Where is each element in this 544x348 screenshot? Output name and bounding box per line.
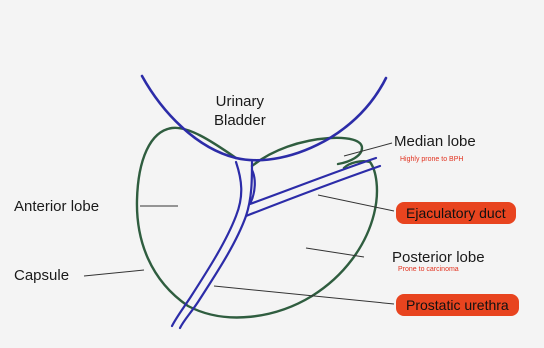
median-lobe-outline — [252, 138, 362, 166]
leader-median-lobe — [344, 143, 392, 156]
label-ejaculatory-duct: Ejaculatory duct — [396, 202, 516, 224]
label-posterior-lobe: Posterior lobe — [392, 250, 485, 265]
leader-posterior-lobe — [306, 248, 364, 257]
label-urinary-bladder-line1: Urinary — [214, 92, 266, 111]
note-median-lobe: Highly prone to BPH — [400, 156, 463, 163]
label-prostatic-urethra: Prostatic urethra — [396, 294, 519, 316]
label-median-lobe: Median lobe — [394, 134, 476, 149]
label-urinary-bladder: Urinary Bladder — [214, 92, 266, 130]
ejaculatory-duct-upper-wall — [250, 158, 376, 204]
label-urinary-bladder-line2: Bladder — [214, 111, 266, 130]
leader-capsule — [84, 270, 144, 276]
ejaculatory-duct-lower-wall — [246, 166, 380, 216]
prostate-capsule-outline — [137, 128, 377, 318]
label-anterior-lobe: Anterior lobe — [14, 199, 99, 214]
note-posterior-lobe: Prone to carcinoma — [398, 266, 459, 273]
leader-ejaculatory-duct — [318, 195, 394, 211]
label-capsule: Capsule — [14, 268, 69, 283]
